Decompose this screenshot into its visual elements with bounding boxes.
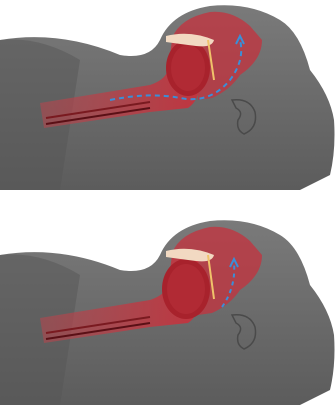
head-profile-airway-illustration [0, 0, 336, 190]
illustration-panel-obstructed-airway [0, 215, 336, 405]
head-profile-airway-illustration [0, 215, 336, 405]
illustration-panel-open-airway [0, 0, 336, 190]
